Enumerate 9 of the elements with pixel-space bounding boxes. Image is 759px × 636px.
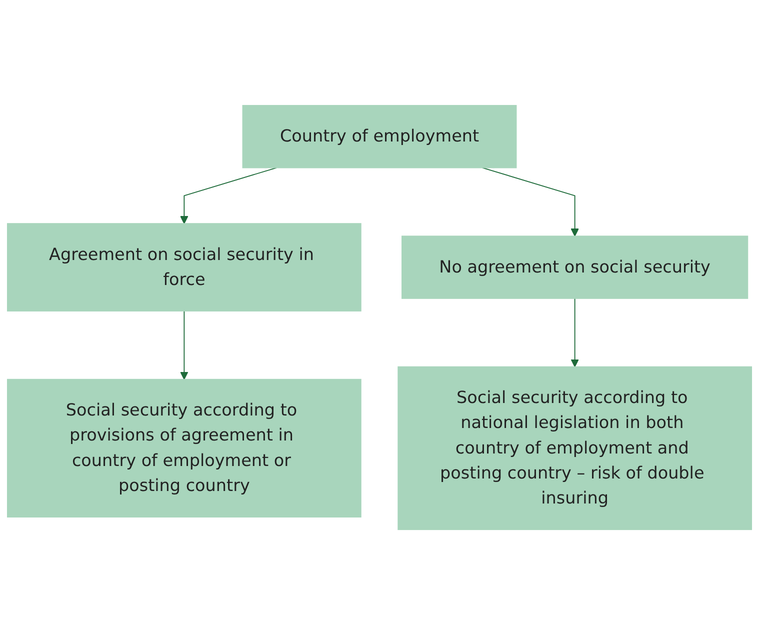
arrow [180, 311, 188, 380]
arrow [482, 168, 579, 237]
arrow [180, 168, 277, 224]
node-box: No agreement on social security [402, 236, 748, 300]
node-box: Social security according to national legislation in both country of employment and posting country – risk of double insuring [398, 366, 752, 531]
arrow [570, 298, 579, 368]
node-box: Agreement on social security in force [7, 224, 362, 312]
node-box: Social security according to provisions of agreement in country of employment or posting country [7, 379, 362, 518]
node-box: Country of employment [242, 105, 517, 169]
